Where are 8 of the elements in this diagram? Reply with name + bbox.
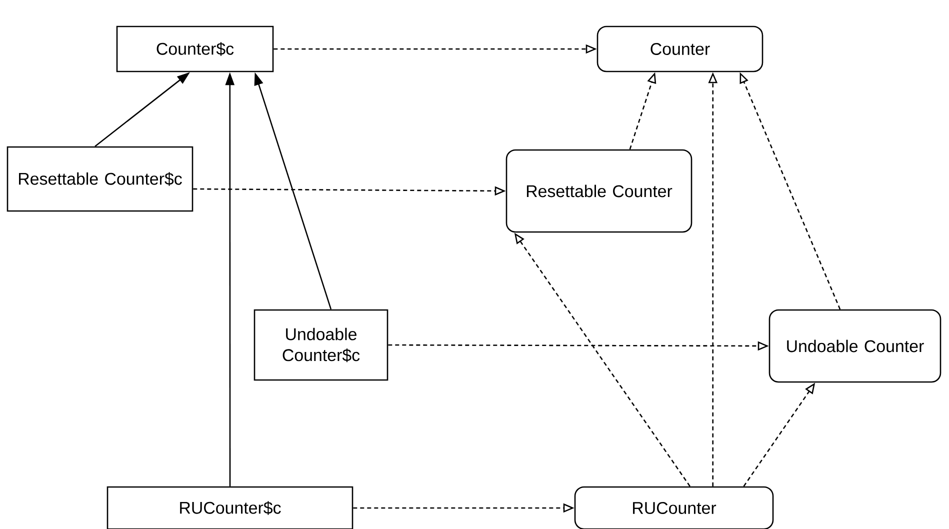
object-box: Resettable Counter$c xyxy=(6,146,194,212)
object-box: Counter$c xyxy=(116,26,274,72)
object-box: Undoable Counter$c xyxy=(254,309,388,381)
class-box: Counter xyxy=(596,26,764,72)
class-box: RUCounter xyxy=(574,486,774,529)
object-box: RUCounter$c xyxy=(106,486,354,529)
class-box: Resettable Counter xyxy=(506,149,692,233)
class-box: Undoable Counter xyxy=(768,309,942,383)
